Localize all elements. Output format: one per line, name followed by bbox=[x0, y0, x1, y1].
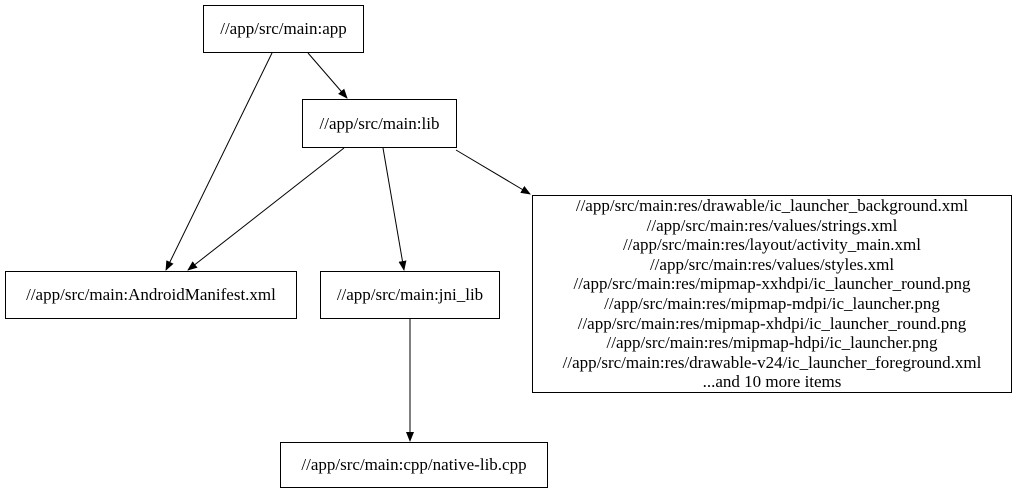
node-jni-lib-label: //app/src/main:jni_lib bbox=[336, 285, 484, 304]
node-app-label: //app/src/main:app bbox=[220, 19, 347, 38]
node-android-manifest: //app/src/main:AndroidManifest.xml bbox=[5, 271, 297, 319]
node-native-lib-cpp: //app/src/main:cpp/native-lib.cpp bbox=[280, 442, 548, 488]
res-group-line: //app/src/main:res/mipmap-mdpi/ic_launch… bbox=[604, 294, 940, 313]
edge-lib-to-jni-lib bbox=[382, 147, 407, 271]
node-native-lib-cpp-label: //app/src/main:cpp/native-lib.cpp bbox=[301, 455, 527, 474]
res-group-line: //app/src/main:res/values/strings.xml bbox=[646, 215, 898, 235]
node-app: //app/src/main:app bbox=[203, 5, 364, 53]
node-res-group: //app/src/main:res/drawable/ic_launcher_… bbox=[532, 195, 1012, 393]
edge-lib-to-android-manifest bbox=[187, 147, 345, 271]
res-group-line: //app/src/main:res/mipmap-xxhdpi/ic_laun… bbox=[573, 274, 971, 294]
node-android-manifest-label: //app/src/main:AndroidManifest.xml bbox=[26, 285, 276, 304]
res-group-line: //app/src/main:res/drawable/ic_launcher_… bbox=[575, 196, 969, 216]
res-group-line: //app/src/main:res/mipmap-xhdpi/ic_launc… bbox=[577, 313, 967, 333]
res-group-line: //app/src/main:res/drawable-v24/ic_launc… bbox=[562, 352, 982, 372]
res-group-line: //app/src/main:res/mipmap-hdpi/ic_launch… bbox=[606, 333, 938, 353]
node-lib: //app/src/main:lib bbox=[302, 99, 457, 148]
edge-app-to-android-manifest bbox=[165, 52, 273, 271]
node-jni-lib: //app/src/main:jni_lib bbox=[320, 271, 500, 319]
node-lib-label: //app/src/main:lib bbox=[319, 113, 440, 133]
res-group-more-items: ...and 10 more items bbox=[702, 372, 842, 392]
edge-lib-to-res-group bbox=[455, 149, 531, 195]
edge-app-to-lib bbox=[307, 52, 348, 99]
res-group-line: //app/src/main:res/layout/activity_main.… bbox=[623, 235, 921, 255]
res-group-line: //app/src/main:res/values/styles.xml bbox=[649, 254, 895, 274]
